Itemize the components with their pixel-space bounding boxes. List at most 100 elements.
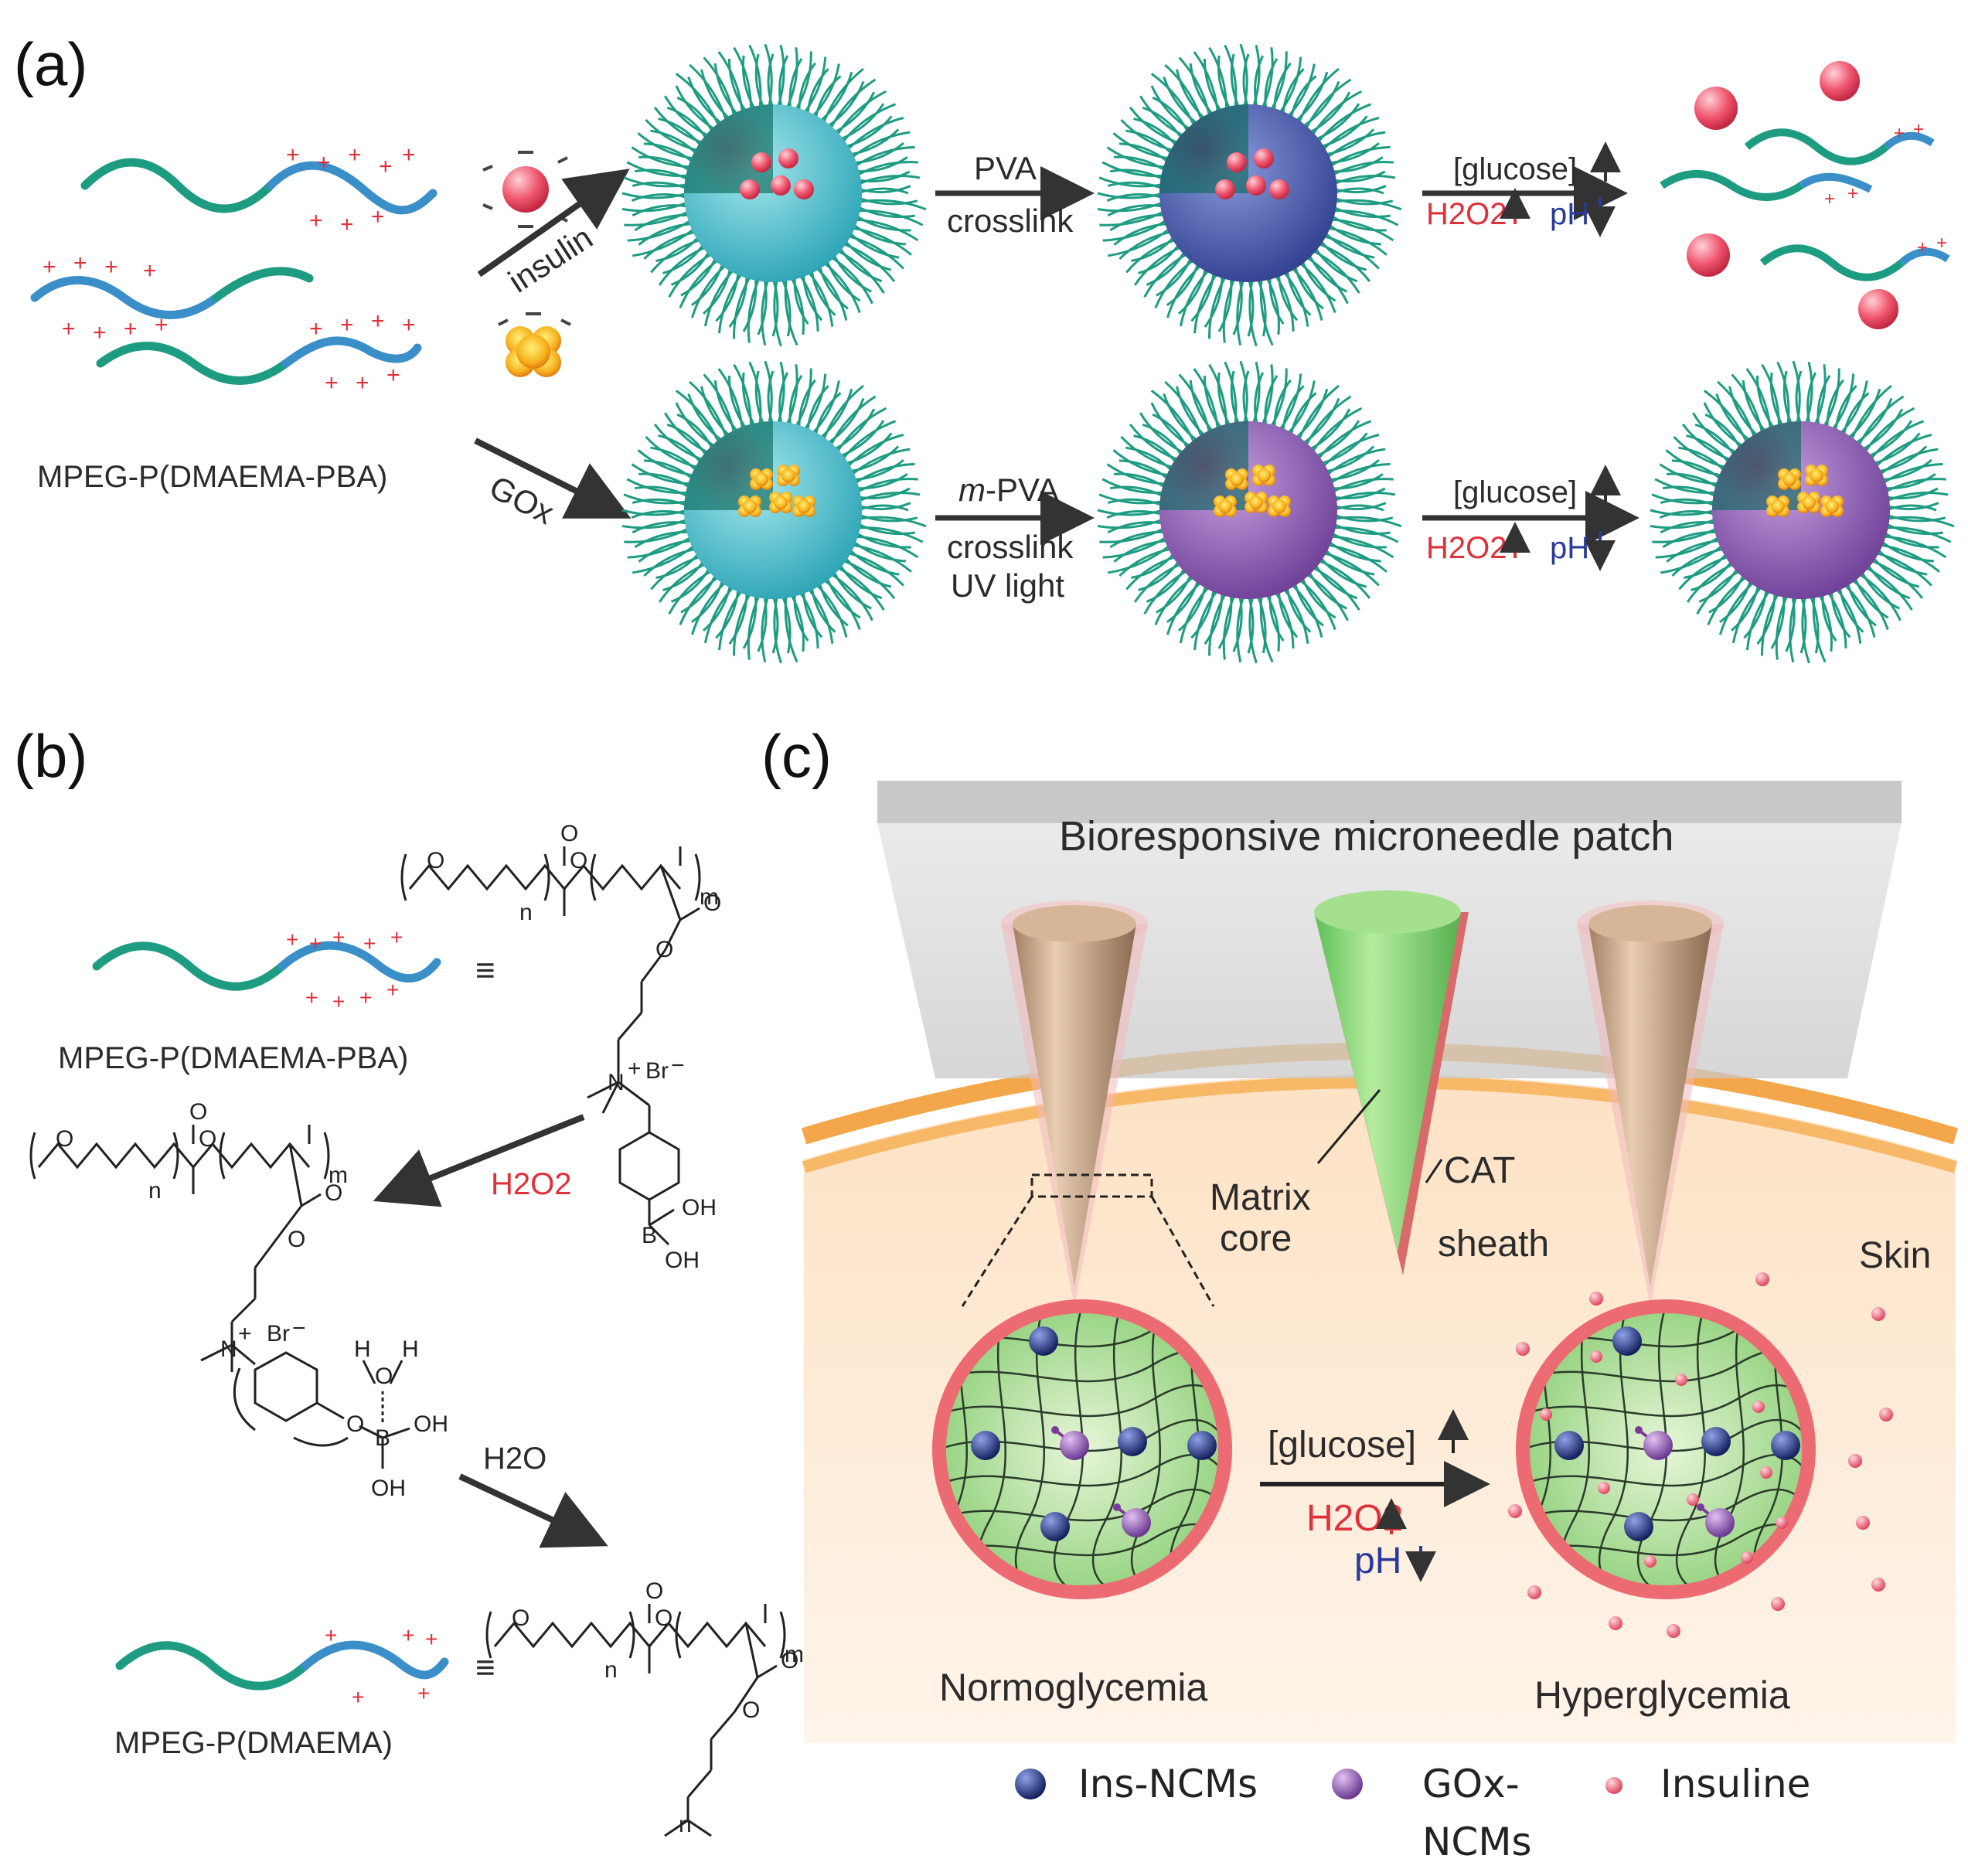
chem-atom-label: O (56, 1126, 73, 1152)
micelle (621, 43, 927, 347)
svg-text:+: + (43, 254, 56, 280)
callout-cat-sheath (1425, 1159, 1443, 1183)
svg-text:+: + (402, 142, 416, 168)
structure-dmaema (485, 1604, 786, 1837)
svg-text:+: + (417, 1681, 430, 1705)
svg-text:+: + (1913, 119, 1924, 140)
released-insulin-particles (1508, 1272, 1893, 1638)
chem-atom-label: N (608, 1070, 625, 1095)
svg-text:+: + (309, 208, 323, 233)
panel-label-a: (a) (14, 30, 87, 98)
chem-atom-label: n (519, 900, 533, 925)
polymer-label-a: MPEG-P(DMAEMA-PBA) (37, 460, 387, 494)
chem-atom-label: O (703, 890, 721, 916)
ph-label-c: pH (1354, 1541, 1401, 1581)
chem-atom-label: m (329, 1163, 348, 1188)
chem-atom-label: OH (682, 1195, 717, 1221)
chem-atom-label: N (220, 1336, 237, 1362)
panel-label-b: (b) (14, 722, 87, 790)
svg-text:+: + (390, 925, 403, 949)
chem-atom-label: O (346, 1411, 364, 1437)
chem-atom-label: OH (665, 1248, 700, 1273)
svg-text:+: + (309, 931, 322, 955)
svg-text:+: + (62, 316, 76, 342)
chem-atom-label: O (655, 937, 673, 962)
svg-text:+: + (104, 254, 118, 280)
agent-insulin: insulin (502, 219, 598, 299)
svg-text:+: + (317, 150, 331, 175)
zoom-line-right (1150, 1196, 1215, 1307)
chem-atom-label: OH (371, 1476, 406, 1501)
legend-gox-ncms-label: GOx- (1422, 1762, 1520, 1806)
ph-label-top: pH (1550, 197, 1589, 231)
svg-text:+: + (93, 320, 107, 346)
svg-text:+: + (286, 142, 300, 168)
svg-text:+: + (340, 212, 354, 237)
micelle (1097, 43, 1402, 347)
chem-atom-label: O (199, 1126, 216, 1152)
equiv-sign-top: ≡ (475, 952, 495, 989)
cat-label: CAT (1444, 1150, 1515, 1191)
svg-text:+: + (371, 204, 385, 230)
svg-text:+: + (371, 308, 385, 334)
gox-charge-marks (498, 312, 571, 326)
chem-atom-label: + (238, 1321, 252, 1347)
chem-atom-label: H (402, 1336, 419, 1362)
chem-atom-label: O (512, 1605, 529, 1631)
svg-text:+: + (402, 1623, 414, 1647)
svg-text:+: + (1847, 183, 1858, 204)
normoglycemia-label: Normoglycemia (939, 1666, 1208, 1709)
chem-atom-label: n (148, 1178, 162, 1204)
svg-text:+: + (309, 316, 323, 342)
svg-text:+: + (379, 154, 393, 179)
chem-atom-label: Br (645, 1058, 669, 1084)
patch-top-face (877, 781, 1902, 823)
step-crosslink-bottom: crosslink (947, 529, 1074, 565)
chem-atom-label: O (645, 1578, 663, 1604)
chem-atom-label: O (189, 1099, 207, 1125)
chem-atom-label: O (655, 1605, 672, 1631)
micelle (1650, 360, 1955, 664)
svg-text:+: + (425, 1627, 438, 1651)
svg-text:+: + (305, 986, 318, 1009)
sheath-label: sheath (1438, 1224, 1549, 1265)
svg-text:+: + (143, 258, 157, 284)
callout-matrix-core (1316, 1089, 1381, 1164)
step-crosslink-label: crosslink (947, 203, 1074, 239)
microneedle-left (1001, 901, 1148, 1306)
equiv-sign-bottom: ≡ (475, 1649, 495, 1687)
chem-atom-label: O (325, 1180, 342, 1206)
glucose-label-c: [glucose] (1268, 1425, 1416, 1466)
arrow-h2o-b (458, 1473, 608, 1548)
chem-atom-label: + (628, 1056, 642, 1081)
chem-atom-label: O (427, 848, 444, 873)
h2o2-label-top: H2O2 (1426, 197, 1507, 231)
chem-atom-label: B (642, 1223, 657, 1248)
patch-title: Bioresponsive microneedle patch (1059, 813, 1673, 860)
chem-atom-label: O (560, 821, 578, 846)
svg-text:+: + (124, 316, 138, 342)
svg-text:+: + (340, 312, 354, 338)
chem-atom-label: m (785, 1642, 804, 1667)
svg-text:+: + (1917, 237, 1928, 258)
reagent-h2o2-b: H2O2 (491, 1167, 572, 1201)
legend: Ins-NCMs GOx- NCMs Insuline (1015, 1762, 1810, 1864)
svg-text:+: + (1936, 233, 1947, 254)
svg-text:+: + (348, 142, 362, 168)
released-products: ++++ ++ (1660, 61, 1950, 329)
legend-gox-ncms-label-2: NCMs (1422, 1820, 1532, 1864)
polymer-pba-chain: +++++ ++++ (92, 925, 441, 1013)
svg-text:+: + (402, 312, 416, 338)
step-pva-label: PVA (974, 150, 1037, 186)
chem-atom-label: OH (414, 1411, 448, 1437)
svg-text:+: + (386, 978, 399, 1002)
chem-atom-label: n (604, 1657, 618, 1683)
chem-atom-label: O (375, 1364, 393, 1389)
arrow-insulin (477, 169, 630, 277)
charge-marks: +++++ +++ ++++ ++++ ++++ +++ (43, 142, 416, 396)
structure-intermediate (29, 1125, 410, 1469)
svg-text:+: + (332, 925, 345, 949)
svg-text:+: + (363, 931, 376, 955)
chem-atom-label: Br (267, 1321, 290, 1347)
